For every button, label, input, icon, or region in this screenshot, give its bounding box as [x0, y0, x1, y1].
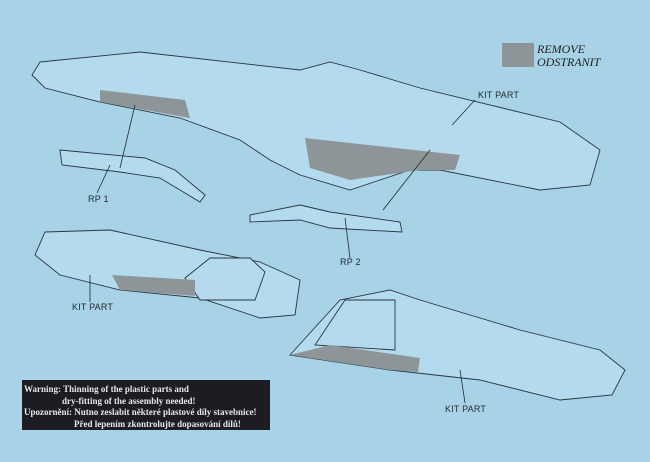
- kit-part-label-left: KIT PART: [72, 302, 114, 312]
- kit-part-label-bottom: KIT PART: [445, 404, 487, 414]
- rp2-part: [249, 204, 403, 233]
- rp1-label: RP 1: [88, 194, 109, 204]
- warning-box: Warning: Thinning of the plastic parts a…: [22, 380, 270, 430]
- warning-line-3: Upozornění: Nutno zeslabit některé plast…: [24, 407, 257, 417]
- rp1-part: [59, 149, 206, 203]
- warning-line-2: dry-fitting of the assembly needed!: [62, 395, 196, 406]
- warning-line-1: Warning: Thinning of the plastic parts a…: [24, 384, 189, 394]
- remove-legend-swatch: [502, 43, 534, 67]
- kit-part-label-top: KIT PART: [478, 90, 520, 100]
- legend-remove-label: REMOVE: [537, 42, 585, 56]
- warning-line-4: Před lepením zkontrolujte dopasování díl…: [74, 418, 241, 429]
- rp2-label: RP 2: [340, 257, 361, 267]
- legend-odstranit-label: ODSTRANIT: [537, 55, 601, 69]
